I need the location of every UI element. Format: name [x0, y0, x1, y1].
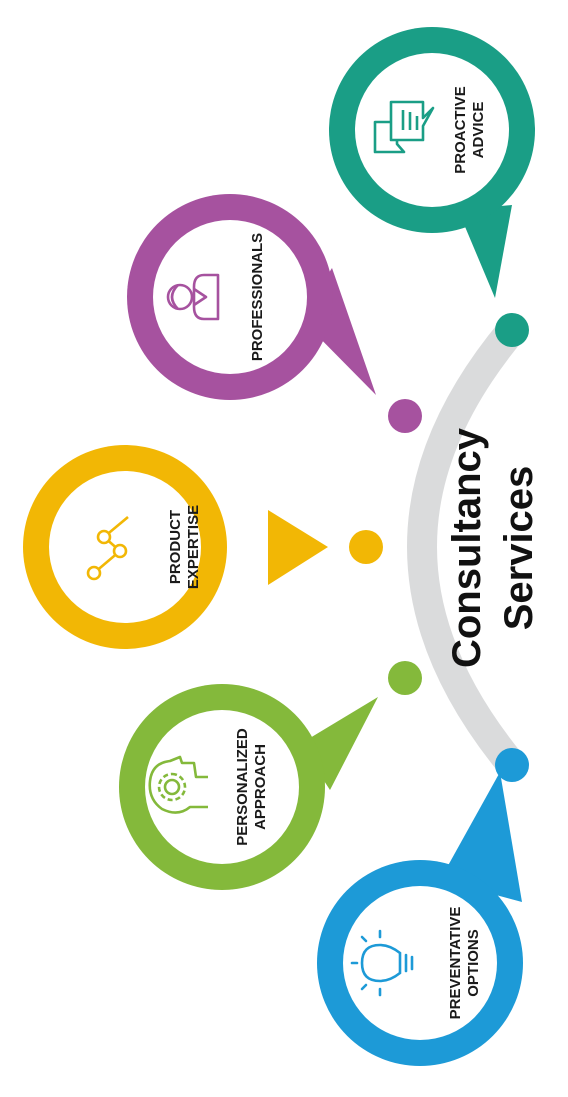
dot-professionals	[388, 399, 422, 433]
dot-product-expertise	[349, 530, 383, 564]
label-personalized-approach-line2: APPROACH	[252, 744, 269, 830]
label-product-expertise-line2: EXPERTISE	[185, 505, 202, 589]
item-personalized-approach: PERSONALIZED APPROACH	[119, 661, 422, 890]
title-line1: Consultancy	[445, 427, 489, 668]
gear-head-icon	[148, 755, 208, 814]
label-personalized-approach-line1: PERSONALIZED	[234, 728, 251, 846]
label-preventative-options-line2: OPTIONS	[465, 929, 482, 997]
chat-bubbles-icon	[373, 100, 435, 154]
timeline-arc	[407, 315, 527, 780]
label-product-expertise-line1: PRODUCT	[167, 510, 184, 584]
pointer-proactive-advice	[458, 205, 512, 298]
item-professionals: PROFESSIONALS	[127, 194, 422, 433]
center-title: Consultancy Services	[445, 427, 541, 668]
lightbulb-icon	[350, 929, 414, 997]
line-chart-icon	[86, 516, 129, 581]
item-product-expertise: PRODUCT EXPERTISE	[23, 445, 383, 649]
person-icon	[166, 273, 220, 321]
label-professionals-line1: PROFESSIONALS	[249, 233, 266, 361]
dot-preventative-options	[495, 748, 529, 782]
label-preventative-options-line1: PREVENTATIVE	[447, 907, 464, 1020]
item-proactive-advice: PROACTIVE ADVICE	[329, 27, 535, 347]
pointer-product-expertise	[268, 510, 328, 585]
title-line2: Services	[497, 466, 541, 631]
label-proactive-advice-line2: ADVICE	[470, 102, 487, 159]
dot-proactive-advice	[495, 313, 529, 347]
item-preventative-options: PREVENTATIVE OPTIONS	[317, 748, 529, 1066]
dot-personalized-approach	[388, 661, 422, 695]
label-proactive-advice-line1: PROACTIVE	[452, 86, 469, 174]
